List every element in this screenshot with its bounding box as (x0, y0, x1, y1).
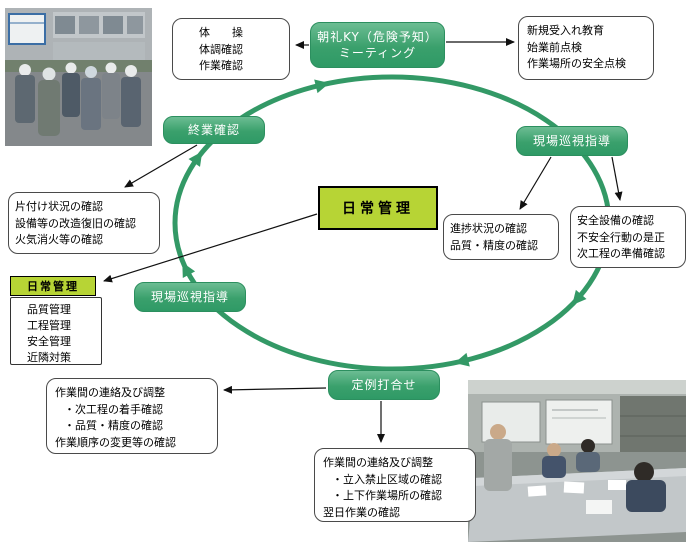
cycle-arrowhead (314, 79, 330, 94)
callout-cleanup-check: 片付け状況の確認 設備等の改造復旧の確認 火気消火等の確認 (8, 192, 160, 254)
callout-progress-check: 進捗状況の確認 品質・精度の確認 (443, 214, 559, 260)
callout-line: 作業間の連絡及び調整 (323, 456, 433, 469)
cycle-arrowhead (182, 262, 196, 278)
node-label: 現場巡視指導 (150, 289, 229, 304)
node-site-patrol-lower: 現場巡視指導 (134, 282, 246, 312)
legend-item: 品質管理 (27, 303, 71, 316)
legend-item: 近隣対策 (27, 350, 71, 364)
cycle-arrowhead (188, 151, 203, 167)
node-end-of-work-check: 終業確認 (163, 116, 265, 144)
cycle-arrowhead (454, 352, 470, 367)
callout-line: 品質・精度の確認 (450, 238, 538, 252)
legend-item: 工程管理 (27, 318, 71, 332)
callout-line: 作業順序の変更等の確認 (55, 435, 176, 449)
photo-workers-outdoor-image (5, 8, 152, 146)
callout-line: 安全設備の確認 (577, 214, 654, 227)
callout-line: 新規受入れ教育 (527, 24, 604, 37)
callout-line: 片付け状況の確認 (15, 200, 103, 213)
callout-line: ・立入禁止区域の確認 (332, 472, 442, 486)
callout-coordination-left: 作業間の連絡及び調整 ・次工程の着手確認 ・品質・精度の確認 作業順序の変更等の… (46, 378, 218, 454)
legend-items: 品質管理 工程管理 安全管理 近隣対策 (10, 297, 102, 365)
arrow-meeting-to-coordination-left (223, 385, 327, 394)
callout-line: 作業間の連絡及び調整 (55, 386, 165, 399)
photo-meeting-room (468, 380, 686, 542)
callout-new-worker-education: 新規受入れ教育 始業前点検 作業場所の安全点検 (518, 16, 654, 80)
meeting-figures (484, 424, 666, 512)
node-label: 現場巡視指導 (532, 133, 611, 148)
center-daily-management-box: 日常管理 (318, 186, 438, 230)
callout-line: 火気消火等の確認 (15, 233, 103, 246)
callout-coordination-bottom: 作業間の連絡及び調整 ・立入禁止区域の確認 ・上下作業場所の確認 翌日作業の確認 (314, 448, 476, 522)
arrow-patrol-to-safety (611, 156, 623, 201)
node-label-line: 朝礼KY（危険予知） (317, 29, 438, 44)
callout-line: 体調確認 (199, 42, 243, 56)
callout-line: ・品質・精度の確認 (64, 419, 163, 432)
node-label: 定例打合せ (351, 377, 417, 392)
node-site-patrol-upper: 現場巡視指導 (516, 126, 628, 156)
legend-title-daily-management: 日常管理 (10, 276, 96, 296)
callout-line: 進捗状況の確認 (450, 222, 527, 235)
table-papers (527, 480, 626, 514)
callout-line: ・上下作業場所の確認 (332, 489, 442, 502)
callout-line: 不安全行動の是正 (577, 230, 665, 244)
arrow-patrol-to-progress (519, 156, 552, 210)
arrow-endwork-to-cleanup (124, 144, 198, 188)
callout-line: ・次工程の着手確認 (64, 402, 163, 416)
callout-line: 作業場所の安全点検 (527, 57, 626, 70)
node-morning-ky-meeting: 朝礼KY（危険予知） ミーティング (310, 22, 445, 68)
node-label: 終業確認 (187, 122, 240, 137)
node-label-line: ミーティング (338, 46, 417, 60)
callout-exercise: 体 操 体調確認 作業確認 (172, 18, 290, 80)
legend-item: 安全管理 (27, 334, 71, 348)
cycle-arrowhead (572, 289, 587, 306)
callout-line: 体 操 (199, 26, 243, 39)
callout-line: 始業前点検 (527, 40, 582, 54)
callout-safety-equipment: 安全設備の確認 不安全行動の是正 次工程の準備確認 (570, 206, 686, 268)
photo-meeting-room-image (468, 380, 686, 542)
callout-line: 作業確認 (199, 59, 243, 72)
photo-workers-outdoor (5, 8, 152, 146)
node-regular-meeting: 定例打合せ (328, 370, 440, 400)
callout-line: 設備等の改造復旧の確認 (15, 216, 136, 230)
callout-line: 翌日作業の確認 (323, 505, 400, 519)
callout-line: 次工程の準備確認 (577, 247, 665, 260)
worker-figures (15, 62, 141, 136)
